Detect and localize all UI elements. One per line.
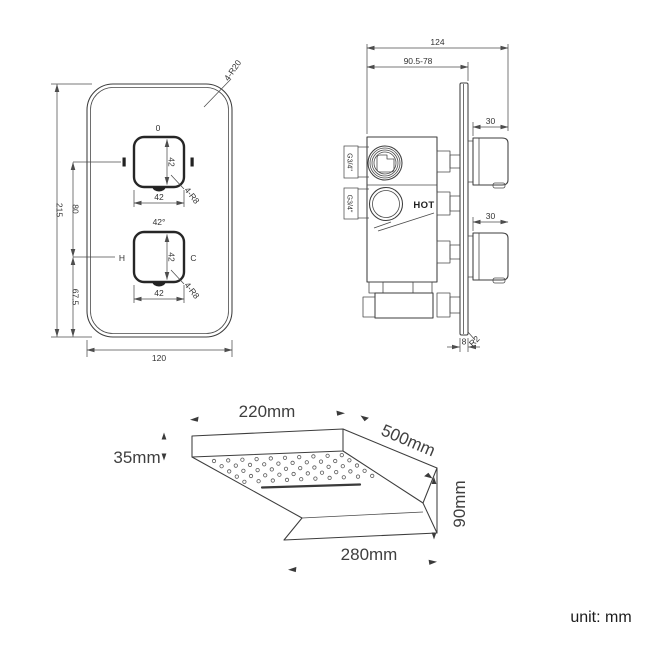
dim-plate-height: 215 [55,203,65,217]
dim-bottom-offset: 67.5 [71,289,81,306]
top-knob-width: 42 [154,192,164,202]
head-bottom-width-label: 280mm [341,545,398,564]
head-thickness-label: 35mm [113,448,160,467]
right-index-tick [190,157,194,167]
bottom-knob-height: 42 [167,252,177,262]
side-view: G3/4" G3/4" HOT [343,37,509,352]
bottom-handle-side [467,232,509,284]
unit-note: unit: mm [570,609,631,626]
dim-plate-edge: 8 [462,337,467,347]
note-corner-radius: 4-R20 [222,58,244,83]
top-knob-zero-label: 0 [156,123,161,133]
plate-outline-inner [90,87,229,334]
bottom-port-thread-label: G3/4" [346,195,353,213]
top-knob-notch [152,187,166,192]
mount-tab [362,296,376,318]
bottom-knob-angle-label: 42° [153,217,166,227]
head-length-label: 500mm [378,421,438,461]
dim-knob-spacing: 80 [71,204,81,214]
top-handle-side [467,137,509,189]
plate-outline-outer [86,83,233,338]
dim-total-depth: 124 [430,37,444,47]
top-knob-corner-note: 4-R8 [182,185,201,206]
dim-plate-width: 120 [152,353,166,363]
hot-port-label: HOT [413,200,434,211]
head-front-band [191,428,344,458]
bottom-knob-width: 42 [154,288,164,298]
nozzle-plate-lip [260,483,362,489]
left-index-tick [122,157,126,167]
dim-bottom-handle-depth: 30 [486,211,496,221]
valve-body-lower [374,292,434,319]
footer: unit: mm [570,609,631,626]
head-end-height-label: 90mm [450,480,469,527]
nozzle-dots [211,452,375,484]
bottom-inlet-port [368,186,404,222]
top-inlet-port [367,145,403,181]
front-view: 215 80 67.5 120 4-R20 0 42 42 4-R8 42° H… [51,58,243,363]
wall-plate-side [459,82,469,336]
note-plate-corner-radius: R2 [467,333,482,348]
dim-top-handle-depth: 30 [486,116,496,126]
head-width-label: 220mm [239,402,296,421]
top-port-thread-label: G3/4" [346,153,353,171]
hot-side-label: H [119,253,125,263]
cold-side-label: C [190,253,196,263]
bottom-knob-corner-note: 4-R8 [182,280,201,301]
shower-head-view: 220mm 35mm 500mm 90mm 280mm [113,402,469,573]
top-knob-height: 42 [167,157,177,167]
bottom-knob-notch [152,282,166,287]
dim-adjustable-depth: 90.5-78 [404,56,433,66]
